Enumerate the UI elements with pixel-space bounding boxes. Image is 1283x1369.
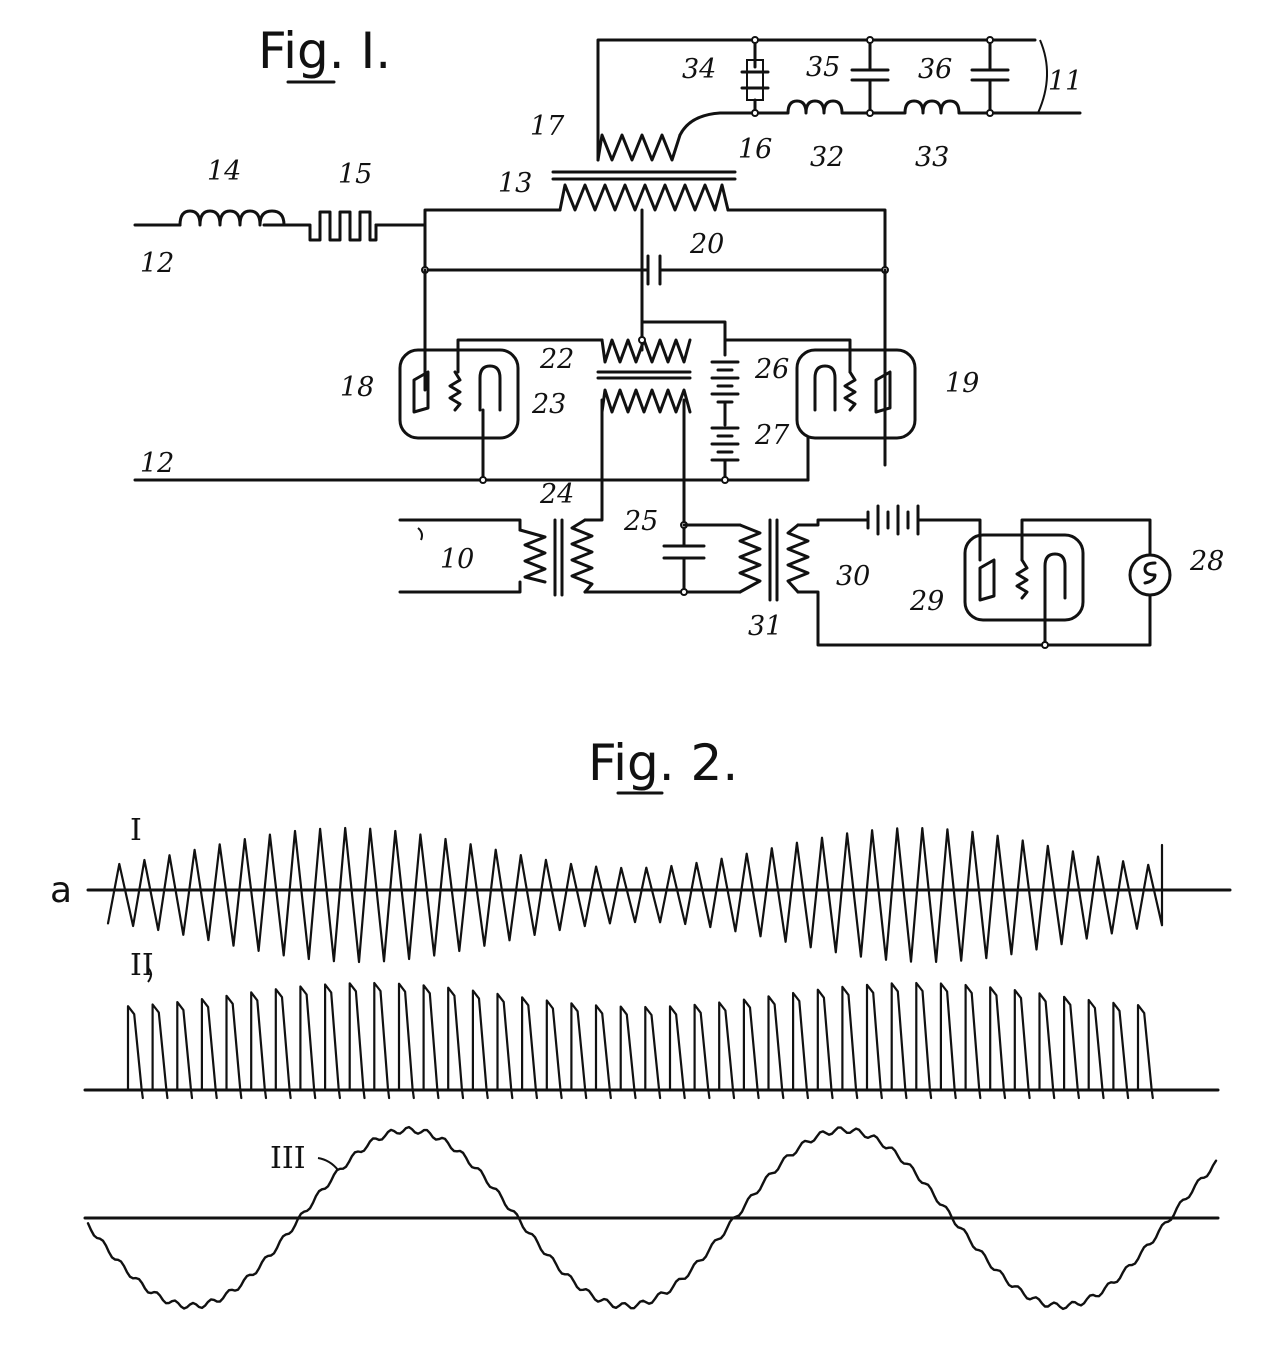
label-14: 14 xyxy=(207,156,241,187)
tube-29-plate xyxy=(978,558,996,602)
tube-19-plate xyxy=(874,370,892,414)
fig2-waveforms: Fig. 2. a I II III xyxy=(50,734,1232,1311)
trace-I-label: I xyxy=(130,813,142,848)
secondary-winding-17 xyxy=(596,133,682,162)
label-17: 17 xyxy=(530,111,565,142)
label-31: 31 xyxy=(748,611,782,642)
label-10: 10 xyxy=(440,544,474,575)
label-25: 25 xyxy=(623,506,658,537)
modulator-transformer-31 xyxy=(738,518,1152,647)
label-23: 23 xyxy=(531,389,566,420)
label-15: 15 xyxy=(338,159,372,190)
winding-31-primary xyxy=(738,523,762,594)
tube-29-grid xyxy=(1015,558,1029,600)
winding-24-secondary xyxy=(570,518,594,594)
label-28: 28 xyxy=(1189,546,1224,577)
vacuum-tube-29 xyxy=(963,518,1152,649)
inductor-33 xyxy=(868,99,1082,115)
tube-18-plate xyxy=(412,370,430,414)
input-line-12 xyxy=(133,208,562,242)
battery-26 xyxy=(710,360,740,427)
ac-source-28 xyxy=(1128,553,1172,597)
primary-winding-13 xyxy=(558,183,730,212)
tube-19-filament xyxy=(813,364,837,412)
winding-22 xyxy=(600,338,692,364)
label-19: 19 xyxy=(945,368,979,399)
label-26: 26 xyxy=(754,354,789,385)
label-22: 22 xyxy=(539,344,574,375)
winding-23 xyxy=(600,388,692,414)
tube-18-grid xyxy=(448,370,462,412)
label-36: 36 xyxy=(918,54,952,85)
brace-11 xyxy=(1037,39,1049,114)
trace-II-rectified-pulses xyxy=(126,981,1154,1100)
winding-31-secondary xyxy=(786,523,810,594)
label-29: 29 xyxy=(909,586,944,617)
trace-III-label: III xyxy=(270,1141,306,1176)
battery-30 xyxy=(866,504,982,562)
tube-18-filament xyxy=(478,364,502,412)
label-16: 16 xyxy=(738,134,772,165)
label-27: 27 xyxy=(754,420,790,451)
vacuum-tube-18 xyxy=(398,268,604,482)
inductor-32 xyxy=(753,99,872,115)
baseline-label-a: a xyxy=(50,870,72,911)
fig1-title: Fig. I. xyxy=(258,22,391,80)
label-13: 13 xyxy=(498,168,532,199)
input-transformer-24 xyxy=(398,518,742,597)
fig1-circuit-diagram: Fig. I. xyxy=(133,22,1224,649)
trace-II-label: II xyxy=(130,948,154,983)
label-35: 35 xyxy=(806,52,840,83)
label-34: 34 xyxy=(682,54,716,85)
resistor-15 xyxy=(303,210,378,242)
label-11: 11 xyxy=(1048,66,1082,97)
label-20: 20 xyxy=(689,229,724,260)
label-32: 32 xyxy=(810,142,844,173)
label-24: 24 xyxy=(539,479,574,510)
label-30: 30 xyxy=(836,561,870,592)
tube-29-filament xyxy=(1043,552,1067,600)
inductor-14 xyxy=(178,209,286,227)
tube-19-grid xyxy=(843,370,857,412)
label-33: 33 xyxy=(915,142,949,173)
label-18: 18 xyxy=(340,372,374,403)
reference-numerals: 10 11 12 12 13 14 15 16 17 18 19 20 22 2… xyxy=(140,52,1224,642)
label-12-top: 12 xyxy=(140,248,174,279)
output-filter xyxy=(740,36,1082,117)
label-12-lower: 12 xyxy=(140,448,174,479)
trace-I-modulated-wave xyxy=(106,826,1164,964)
fig2-title: Fig. 2. xyxy=(588,734,738,792)
winding-24-primary xyxy=(518,528,547,584)
battery-27 xyxy=(710,426,740,482)
trace-III-envelope-wave xyxy=(86,1125,1218,1311)
